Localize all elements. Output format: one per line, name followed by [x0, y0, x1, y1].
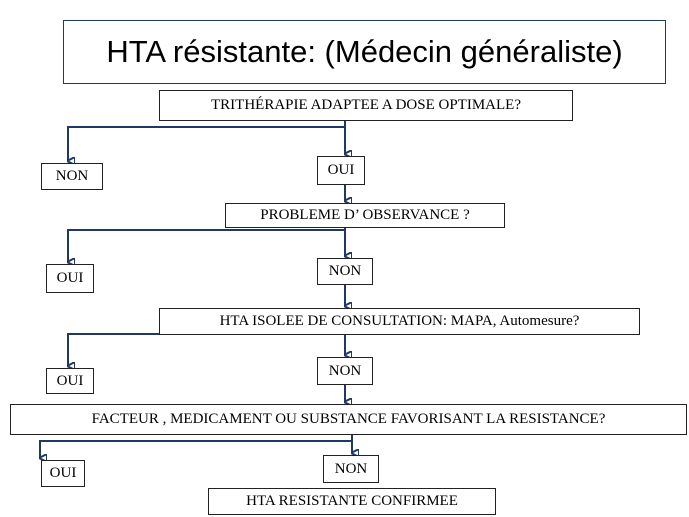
answer-step4-left: OUI — [41, 460, 85, 487]
connector-step4-left — [39, 435, 353, 458]
answer-step1-left: NON — [41, 163, 103, 190]
question-hta-isolee: HTA ISOLEE DE CONSULTATION: MAPA, Autome… — [159, 308, 640, 335]
answer-step4-right: NON — [323, 455, 379, 483]
page-title: HTA résistante: (Médecin généraliste) — [63, 20, 666, 84]
answer-step2-right: NON — [317, 258, 373, 285]
connector-step3-left — [67, 333, 345, 366]
answer-step2-left: OUI — [46, 264, 94, 293]
answer-step3-right: NON — [317, 357, 373, 385]
question-observance: PROBLEME D’ OBSERVANCE ? — [225, 203, 505, 228]
conclusion-box: HTA RESISTANTE CONFIRMEE — [208, 488, 496, 515]
question-trithérapie: TRITHÉRAPIE ADAPTEE A DOSE OPTIMALE? — [159, 90, 573, 121]
connector-step2-left — [67, 228, 346, 262]
answer-step3-left: OUI — [46, 368, 94, 394]
question-facteur-resistance: FACTEUR , MEDICAMENT OU SUBSTANCE FAVORI… — [10, 404, 687, 435]
connector-step1-left — [67, 121, 346, 161]
answer-step1-right: OUI — [317, 156, 365, 185]
